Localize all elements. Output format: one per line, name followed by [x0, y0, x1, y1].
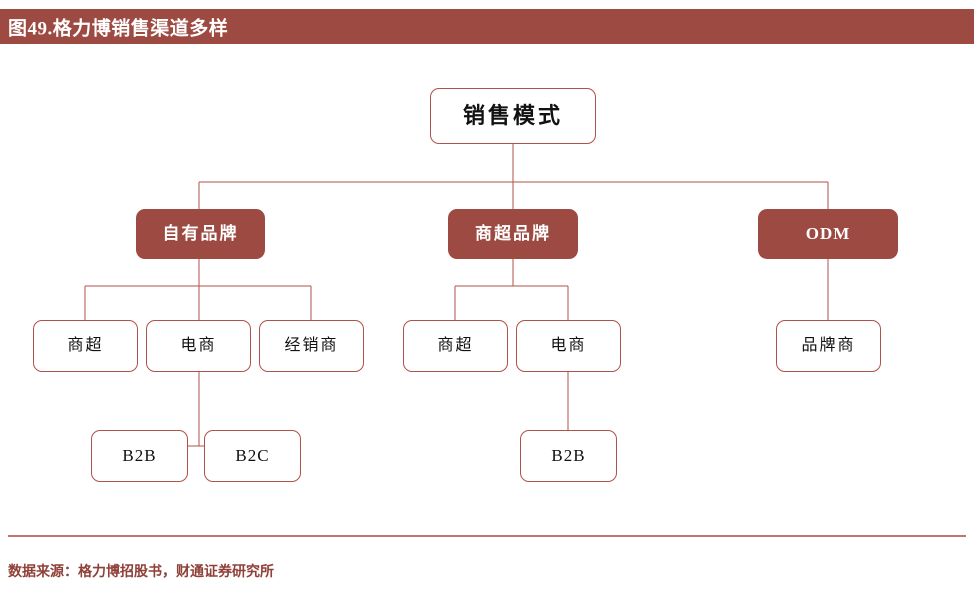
node-label: 商超品牌: [475, 223, 551, 243]
node-label: 电商: [180, 337, 217, 355]
node-retailbrand-ecommerce[interactable]: 电商: [516, 320, 621, 372]
node-label: B2C: [235, 445, 270, 465]
node-label: 销售模式: [462, 102, 563, 128]
node-label: 自有品牌: [162, 223, 239, 243]
footer-divider: [8, 535, 966, 537]
page-title: 图49.格力博销售渠道多样: [8, 18, 229, 39]
node-own-dealer[interactable]: 经销商: [259, 320, 364, 372]
node-own-brand[interactable]: 自有品牌: [136, 209, 265, 259]
node-odm[interactable]: ODM: [758, 209, 898, 259]
node-own-retail[interactable]: 商超: [33, 320, 138, 372]
node-label: B2B: [551, 445, 586, 465]
node-label: ODM: [805, 223, 851, 243]
node-sales-model[interactable]: 销售模式: [430, 88, 596, 144]
node-own-b2c[interactable]: B2C: [204, 430, 301, 482]
node-label: 商超: [67, 337, 104, 355]
node-label: 电商: [550, 337, 587, 355]
node-own-ecommerce[interactable]: 电商: [146, 320, 251, 372]
connector-lines: [84, 144, 829, 447]
node-odm-brand-owner[interactable]: 品牌商: [776, 320, 881, 372]
source-note: 数据来源：格力博招股书，财通证券研究所: [8, 565, 274, 580]
node-label: 品牌商: [801, 337, 856, 355]
figure-title-bar: 图49.格力博销售渠道多样: [0, 9, 974, 44]
org-chart-diagram: 销售模式 自有品牌 商超品牌 ODM 商超 电商 经销商 商超 电商 品牌商 B…: [0, 44, 974, 534]
node-label: B2B: [122, 445, 157, 465]
node-own-b2b[interactable]: B2B: [91, 430, 188, 482]
node-label: 商超: [437, 337, 474, 355]
node-retailbrand-b2b[interactable]: B2B: [520, 430, 617, 482]
node-retail-brand[interactable]: 商超品牌: [448, 209, 578, 259]
node-label: 经销商: [284, 337, 339, 355]
node-retailbrand-retail[interactable]: 商超: [403, 320, 508, 372]
